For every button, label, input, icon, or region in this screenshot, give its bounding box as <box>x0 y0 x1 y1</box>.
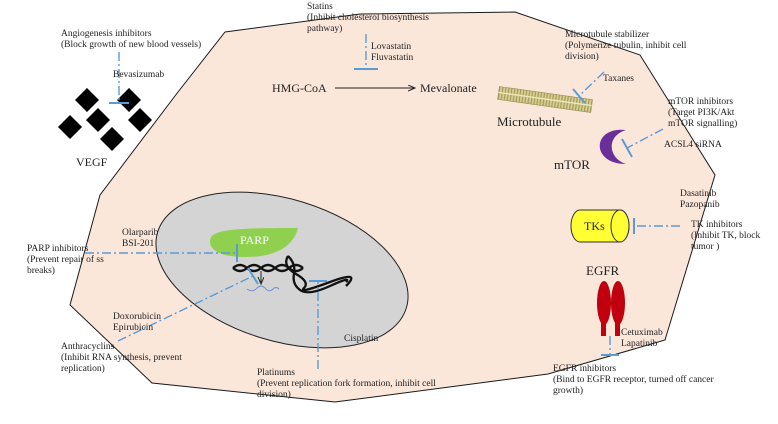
statins-desc-1: (Inhibit cholesterol biosynthesis <box>307 13 429 23</box>
platinums-title: Platinums <box>257 368 296 378</box>
parp-icon <box>210 228 298 257</box>
dasatinib-label: Dasatinib <box>680 189 717 199</box>
inhibitor-bars <box>109 68 635 356</box>
microtubule-title: Microtubule stabilizer <box>565 30 650 40</box>
mtor-label: mTOR <box>554 157 590 172</box>
cell-membrane <box>69 11 716 403</box>
mtor-crescent-icon <box>599 129 626 164</box>
tks-label: TKs <box>584 219 605 233</box>
platinums-desc-1: (Prevent replication fork formation, inh… <box>257 379 436 389</box>
parp-title: PARP inhibitors <box>27 244 89 254</box>
egfr-desc-2: growth) <box>553 386 584 396</box>
angiogenesis-title: Angiogenesis inhibitors <box>61 29 152 39</box>
dna-helix-icon <box>232 255 353 294</box>
bevasizumab-label: Bevasizumab <box>113 70 165 80</box>
microtubule-label: Microtubule <box>497 114 562 129</box>
inhibitor-lines <box>85 34 680 369</box>
epirubicin-label: Epirubicin <box>113 323 154 333</box>
egfr-desc-1: (Bind to EGFR receptor, turned off cance… <box>553 375 714 385</box>
cetuximab-label: Cetuximab <box>621 328 663 338</box>
tks-cylinder-icon <box>570 209 630 243</box>
angiogenesis-desc: (Block growth of new blood vessels) <box>61 40 202 50</box>
rna-strand <box>246 285 280 292</box>
parp-desc-1: (Prevent repair of ss <box>27 255 104 265</box>
acsl4-label: ACSL4 siRNA <box>664 140 722 150</box>
mtor-desc-1: (Target PI3K/Akt <box>668 108 735 118</box>
mtor-title: mTOR inhibitors <box>668 97 734 107</box>
parp-desc-2: breaks) <box>27 266 55 276</box>
hmg-coa-label: HMG-CoA <box>272 81 327 95</box>
vegf-label: VEGF <box>76 155 108 169</box>
olarparib-label: Olarparib <box>122 228 159 238</box>
microtubule-desc-2: division) <box>565 52 599 62</box>
anthracyclins-desc-1: (Inhibit RNA synthesis, prevent <box>61 353 182 363</box>
vegf-icon <box>58 88 152 151</box>
statins-desc-2: pathway) <box>307 24 343 34</box>
lovastatin-label: Lovastatin <box>371 42 412 52</box>
egfr-title: EGFR inhibitors <box>553 364 617 374</box>
parp-label: PARP <box>240 233 269 247</box>
bsi-201-label: BSI-201 <box>122 239 155 249</box>
cisplatin-label: Cisplatin <box>344 334 379 344</box>
anthracyclins-desc-2: replication) <box>61 364 105 374</box>
tk-desc-1: (Inhibit TK, block <box>691 231 761 241</box>
egfr-label: EGFR <box>586 263 620 278</box>
microtubule-icon <box>497 86 593 113</box>
taxanes-label: Taxanes <box>603 74 634 84</box>
anthracyclins-title: Anthracyclins <box>61 342 115 352</box>
microtubule-desc-1: (Polymerize tubulin, inhibit cell <box>565 41 687 51</box>
egfr-receptor-icon <box>597 281 625 336</box>
lapatinib-label: Lapatinib <box>621 339 658 349</box>
tk-title: TK inhibitors <box>691 220 743 230</box>
pazopanib-label: Pazopanib <box>680 200 720 210</box>
statins-title: Statins <box>307 2 333 12</box>
mevalonate-label: Mevalonate <box>420 81 477 95</box>
tk-desc-2: tumor ) <box>691 242 720 252</box>
fluvastatin-label: Fluvastatin <box>371 53 414 63</box>
platinums-desc-2: division) <box>257 390 291 400</box>
mtor-desc-2: mTOR signalling) <box>668 119 738 129</box>
doxorubicin-label: Doxorubicin <box>113 312 162 322</box>
